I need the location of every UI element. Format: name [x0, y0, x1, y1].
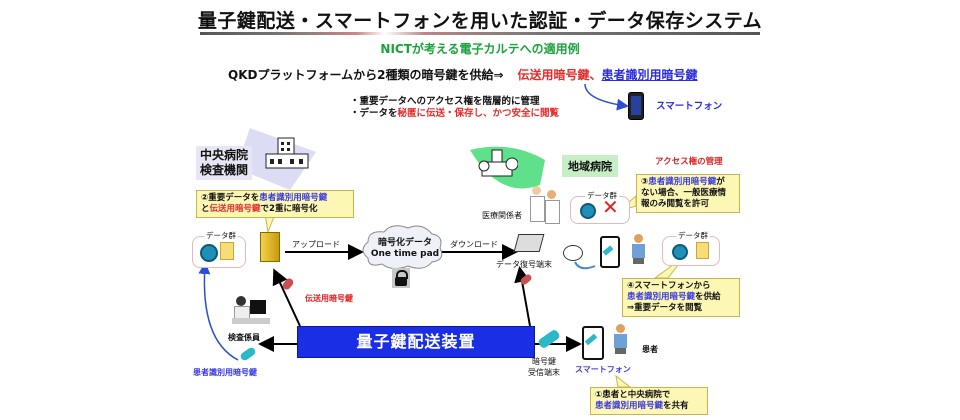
smartphone-label: スマートフォン [575, 365, 631, 374]
supply-prefix: QKDプラットフォームから2種類の暗号鍵を供給⇒ [228, 68, 504, 82]
document-icon [220, 242, 234, 260]
server-icon [260, 232, 280, 262]
qkd-to-server-arrow [272, 268, 301, 327]
callout1-tail [615, 374, 632, 388]
regional-data-group-label: データ群 [585, 190, 619, 201]
key-supply-line: QKDプラットフォームから2種類の暗号鍵を供給⇒ 伝送用暗号鍵、患者識別用暗号鍵 [228, 66, 698, 83]
smartphone-receiver-icon [582, 326, 604, 360]
key-reader-icon [563, 245, 583, 261]
smartphone-icon [628, 92, 644, 120]
upload-label: アップロード [292, 240, 340, 249]
key-receiver-label: 暗号鍵 受信端末 [528, 357, 560, 377]
feature-bullets: ・重要データへのアクセス権を階層的に管理 ・データを秘匿に伝送・保存し、かつ安全… [350, 96, 559, 120]
patient-icon [630, 234, 648, 264]
medical-staff-icon [530, 186, 560, 228]
callout-3-no-key: ③患者識別用暗号鍵が ない場合、一般医療情 報のみ閲覧を許可 [636, 174, 740, 213]
encrypted-folder-icon [200, 244, 218, 262]
download-label: ダウンロード [450, 240, 498, 249]
hospital-building-icon [264, 136, 310, 172]
laptop-icon [513, 234, 545, 252]
patient-label: 患者 [642, 345, 658, 354]
regional-hospital-label: 地域病院 [562, 155, 618, 177]
callout-4-view-data: ④スマートフォンから 患者識別用暗号鍵を供給 ⇒重要データを閲覧 [622, 278, 740, 317]
inspector-label: 検査係員 [228, 333, 260, 342]
access-management-label: アクセス権の管理 [655, 157, 723, 167]
patient-key-label: 患者識別用暗号鍵 [193, 368, 257, 377]
transmission-key-label: 伝送用暗号鍵 [305, 294, 353, 303]
medical-staff-label: 医療関係者 [482, 211, 522, 220]
decode-rotate-icon [574, 261, 596, 270]
title-divider [200, 32, 760, 35]
page-title: 量子鍵配送・スマートフォンを用いた認証・データ保存システム [197, 10, 763, 32]
callout-2-double-encryption: ②重要データを患者識別用暗号鍵 と伝送用暗号鍵で2重に暗号化 [196, 190, 354, 218]
regional-data-group-2-label: データ群 [676, 230, 710, 241]
qkd-device: 量子鍵配送装置 [297, 326, 535, 358]
encrypted-folder-icon [672, 244, 688, 260]
decrypt-terminal-label: データ復号端末 [496, 260, 552, 269]
encrypted-folder-icon [580, 203, 596, 219]
bullet-2: ・データを秘匿に伝送・保存し、かつ安全に閲覧 [350, 108, 560, 119]
central-data-group-label: データ群 [204, 230, 238, 241]
subtitle: NICTが考える電子カルテへの適用例 [380, 42, 580, 56]
transmission-key-text: 伝送用暗号鍵、 [517, 68, 602, 82]
inspector-to-data-arrow [198, 262, 239, 361]
patient-icon [612, 324, 630, 356]
callout-1-share-key: ①患者と中央病院で 患者識別用暗号鍵を共有 [590, 387, 708, 415]
central-hospital-label: 中央病院 検査機関 [196, 146, 253, 180]
encrypted-data-cloud: 暗号化データ One time pad [370, 238, 440, 259]
patient-key-to-phone-arrow [584, 83, 629, 111]
denied-x-icon: ✕ [602, 195, 619, 219]
patient-key-text: 患者識別用暗号鍵 [601, 68, 698, 82]
bullet-1: ・重要データへのアクセス権を階層的に管理 [350, 96, 540, 107]
document-icon [696, 242, 709, 259]
regional-hospital-building-icon [478, 148, 519, 180]
inspector-at-computer-icon [232, 296, 270, 326]
regional-data-group-full [662, 236, 720, 266]
padlock-icon [392, 268, 410, 288]
smartphone-top-label: スマートフォン [656, 101, 723, 112]
